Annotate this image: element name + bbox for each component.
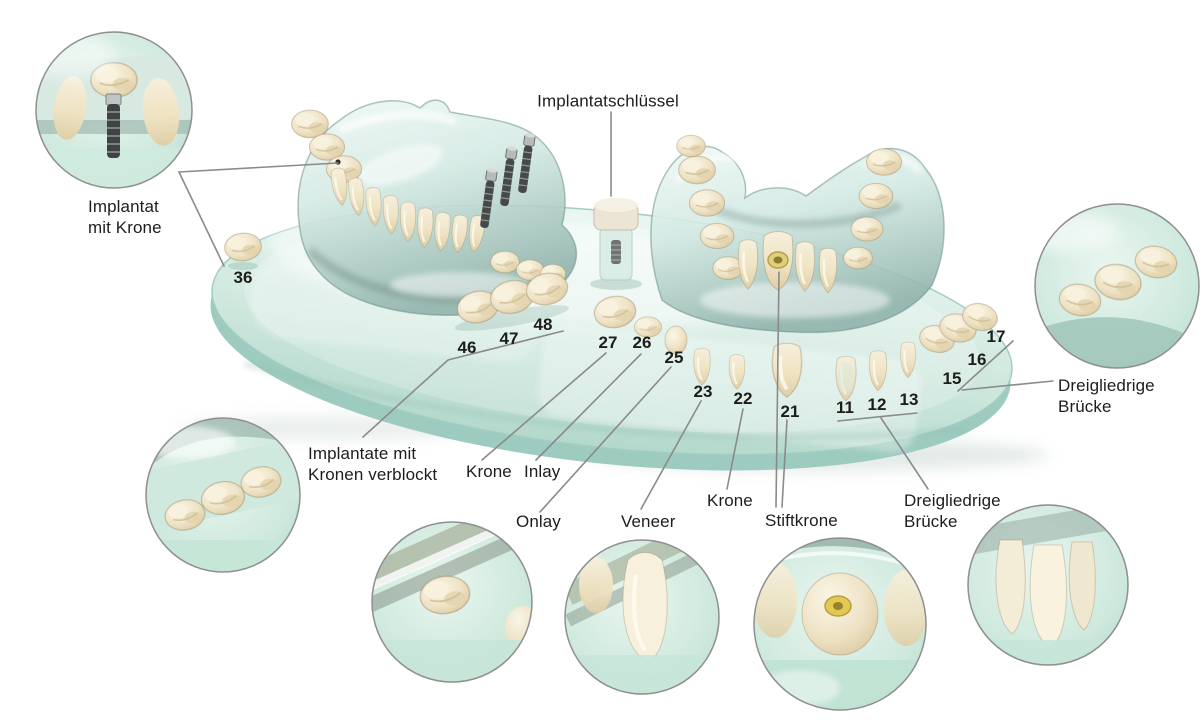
line-22-krone xyxy=(726,408,744,490)
label-implantate-verblockt: Implantate mit Kronen verblockt xyxy=(308,444,438,484)
inset-implant-with-crown xyxy=(35,31,193,189)
label-krone-left: Krone xyxy=(466,462,512,481)
post-crown-tooth xyxy=(762,231,794,291)
tooth-number-47: 47 xyxy=(499,329,519,348)
tooth-number-16: 16 xyxy=(967,350,987,369)
leader-lines xyxy=(178,111,1054,513)
tooth-number-15: 15 xyxy=(942,369,962,388)
tooth-number-25: 25 xyxy=(664,348,684,367)
label-veneer: Veneer xyxy=(621,512,676,531)
label-inlay: Inlay xyxy=(524,462,561,481)
line-25-onlay xyxy=(539,366,672,513)
label-implantatschluessel: Implantatschlüssel xyxy=(537,91,679,111)
inset-three-unit-bridge xyxy=(1034,203,1200,369)
label-implantat-mit-krone: Implantat mit Krone xyxy=(88,197,162,237)
tooth-number-17: 17 xyxy=(986,327,1006,346)
loose-teeth-row xyxy=(222,230,1001,403)
line-26-inlay xyxy=(535,353,642,461)
line-bridge-right xyxy=(961,380,1054,391)
line-bracket-46-48 xyxy=(362,330,564,438)
line-tooth-stiftkrone xyxy=(775,271,780,508)
line-21-stiftkrone xyxy=(781,419,788,508)
label-onlay: Onlay xyxy=(516,512,561,531)
tooth-number-36: 36 xyxy=(233,268,253,287)
line-23-veneer xyxy=(640,400,702,510)
tooth-number-27: 27 xyxy=(598,333,618,352)
tooth-number-23: 23 xyxy=(693,382,713,401)
tooth-number-22: 22 xyxy=(733,389,753,408)
line-bracket-15-17 xyxy=(957,340,1014,392)
line-bridge-bottom xyxy=(880,417,929,490)
upper-jaw-model xyxy=(650,134,945,334)
upper-model-teeth xyxy=(676,134,903,295)
tooth-number-13: 13 xyxy=(899,390,919,409)
line-27-krone xyxy=(481,352,607,461)
tooth-number-26: 26 xyxy=(632,333,652,352)
label-bridge-right: Dreigliedrige Brücke xyxy=(1058,376,1155,416)
tooth-number-21: 21 xyxy=(780,402,800,421)
tooth-number-48: 48 xyxy=(533,315,553,334)
tooth-11-crown xyxy=(834,354,858,403)
inset-post-crown xyxy=(753,537,927,711)
tooth-number-11: 11 xyxy=(836,398,854,417)
tooth-25 xyxy=(664,325,688,355)
label-krone-center: Krone xyxy=(707,491,753,510)
label-stiftkrone: Stiftkrone xyxy=(765,511,838,530)
line-to-36 xyxy=(178,171,225,267)
tooth-number-46: 46 xyxy=(457,338,477,357)
implant-key-object xyxy=(590,198,642,290)
tooth-number-12: 12 xyxy=(867,395,887,414)
line-implant-crown xyxy=(178,162,339,173)
line-bracket-11-13 xyxy=(837,412,918,422)
inset-splinted-crowns xyxy=(145,417,301,573)
label-bridge-bottom: Dreigliedrige Brücke xyxy=(904,491,1001,531)
